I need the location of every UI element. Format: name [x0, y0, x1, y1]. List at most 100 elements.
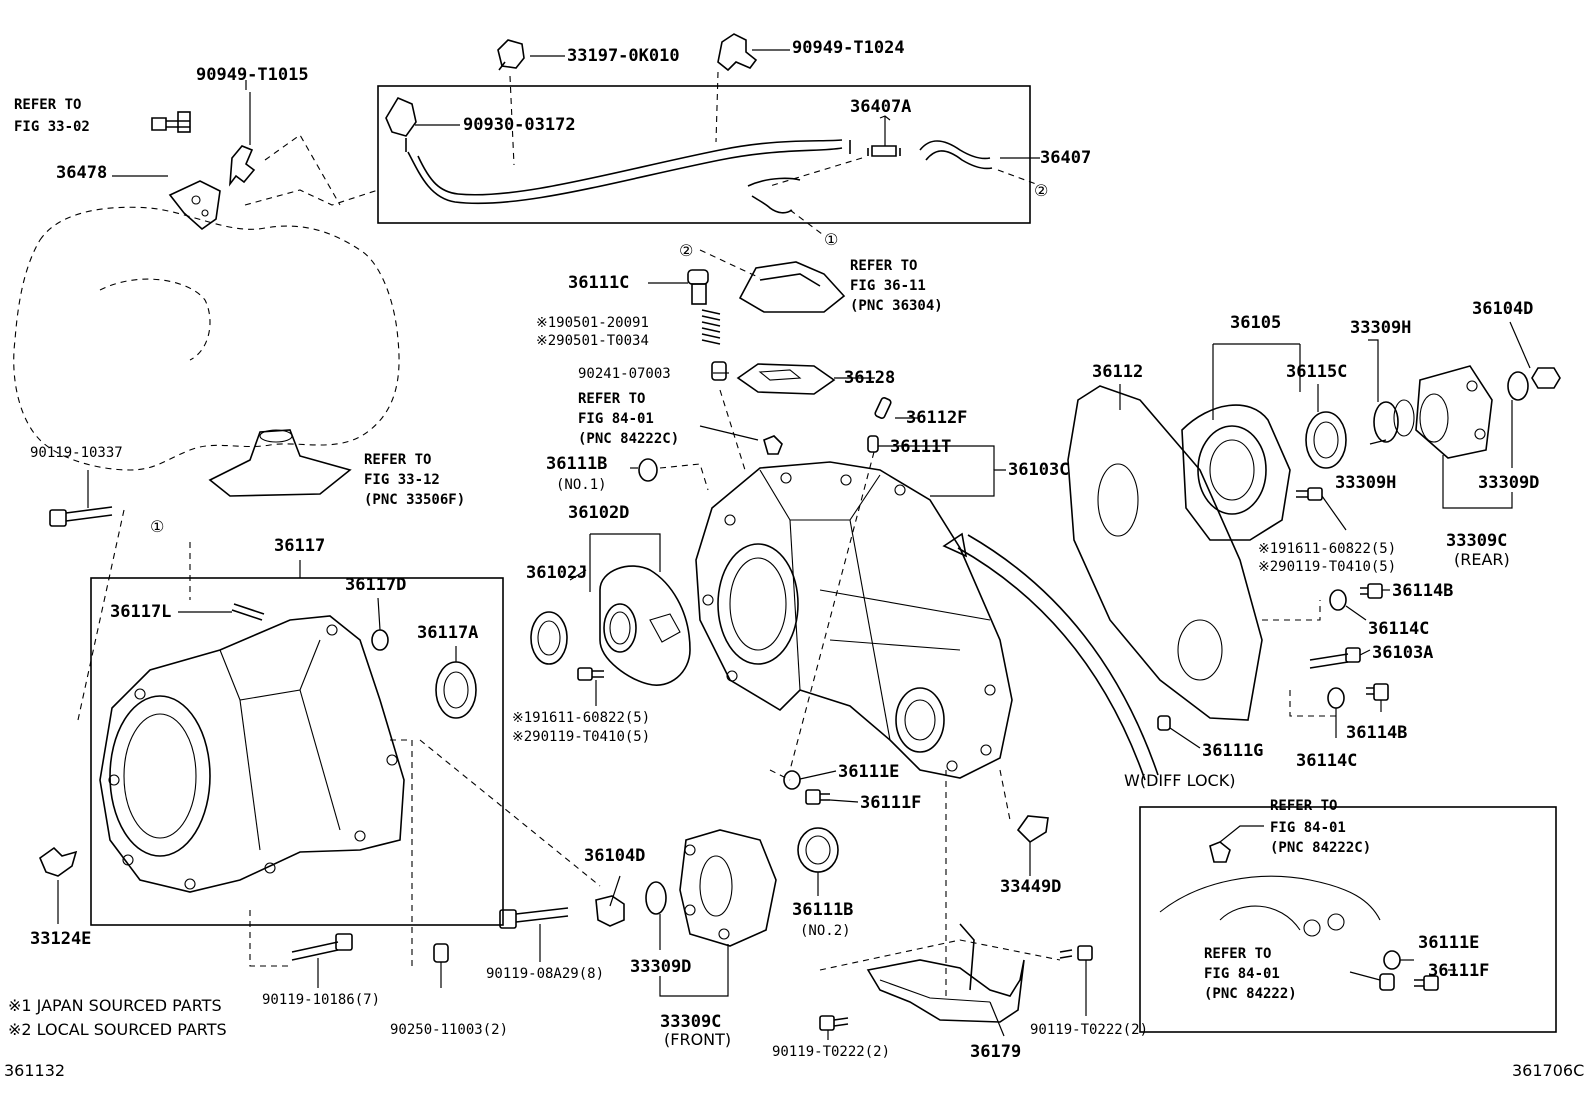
dash-33449D [999, 769, 1011, 821]
refer-36-11-line1: REFER TO [850, 258, 917, 274]
gasket-36128 [736, 363, 836, 395]
cover-refer-36-11 [738, 261, 846, 313]
label-36102D: 36102D [568, 503, 629, 523]
clip-33197-0K010 [497, 39, 525, 71]
nut-36104D-front [595, 895, 625, 927]
label-36111E-box: 36111E [1418, 933, 1479, 953]
marker-2-plug: ② [679, 241, 693, 260]
label-36111F-box: 36111F [1428, 961, 1489, 981]
refer-33-02-line1: REFER TO [14, 97, 81, 113]
label-36111B-no2: 36111B [792, 900, 853, 920]
label-36112F: 36112F [906, 408, 967, 428]
hose-elbow-right [919, 140, 993, 170]
dash-33197 [509, 75, 515, 166]
label-36103A: 36103A [1372, 643, 1433, 663]
rear-retainer-36105 [1181, 404, 1291, 541]
flange-33309C-front [679, 829, 777, 947]
label-36111E: 36111E [838, 762, 899, 782]
transfer-case-36103C [695, 461, 1013, 779]
plug-36114B-a [1360, 583, 1383, 599]
label-90930-03172: 90930-03172 [463, 115, 576, 135]
gasket-36112 [1067, 385, 1263, 721]
refer-33-12-line1: REFER TO [364, 452, 431, 468]
label-36179: 36179 [970, 1042, 1021, 1062]
seal-36115C [1305, 411, 1347, 469]
ball-90241-07003 [711, 361, 727, 381]
refer-33-12-line2: FIG 33-12 [364, 472, 440, 488]
label-33197-0K010: 33197-0K010 [567, 46, 680, 66]
label-191611-60822-b: ※191611-60822(5) [1258, 541, 1396, 557]
leader-lines [57, 49, 1531, 1040]
hose-group-box [377, 85, 1031, 224]
refer-diff-line1: REFER TO [1270, 798, 1337, 814]
label-36478: 36478 [56, 163, 107, 183]
label-36128: 36128 [844, 368, 895, 388]
label-36117A: 36117A [417, 623, 478, 643]
label-36111G: 36111G [1202, 741, 1263, 761]
label-36105: 36105 [1230, 313, 1281, 333]
clip-90949-T1024 [717, 33, 758, 72]
label-190501-20091: ※190501-20091 [536, 315, 649, 331]
refer-84222-line3: (PNC 84222) [1204, 986, 1297, 1002]
label-36117L: 36117L [110, 602, 171, 622]
cover-refer-33-12 [208, 429, 352, 497]
label-33309H-bot: 33309H [1335, 473, 1396, 493]
label-36112: 36112 [1092, 362, 1143, 382]
label-90119-10186: 90119-10186(7) [262, 992, 380, 1008]
bolt-rear-retainer [1296, 487, 1323, 501]
footer-left-code: 361132 [4, 1061, 65, 1080]
bolt-36103A [1309, 647, 1361, 669]
dash-36111E [769, 769, 791, 781]
dash-36111T [789, 451, 875, 771]
label-33124E: 33124E [30, 929, 91, 949]
breather-plug-90930-03172 [385, 96, 417, 152]
label-36407A: 36407A [850, 97, 911, 117]
label-191611-60822-a: ※191611-60822(5) [512, 710, 650, 726]
refer-diff-line2: FIG 84-01 [1270, 820, 1346, 836]
label-90949-T1024: 90949-T1024 [792, 38, 905, 58]
dash-marker-2b [699, 249, 761, 279]
bolt-90119-T0222-b [1059, 945, 1093, 961]
bolt-refer-33-02 [151, 111, 191, 133]
washer-36111E-box [1383, 950, 1401, 970]
plug-36111C [687, 269, 709, 305]
dash-lead-2 [264, 134, 341, 206]
dash-36179 [819, 939, 1061, 971]
label-33309D-rear: 33309D [1478, 473, 1539, 493]
washer-33309D-front [645, 881, 667, 915]
transmission-case-outline [13, 206, 400, 471]
label-rear: (REAR) [1454, 550, 1510, 569]
label-33309D-front: 33309D [630, 957, 691, 977]
clip-90949-T1015 [228, 92, 256, 187]
label-36111C: 36111C [568, 273, 629, 293]
plug-90250-11003 [433, 943, 449, 963]
plug-36111B-no1 [638, 458, 658, 482]
breather-hose-36407 [407, 139, 851, 205]
label-36115C: 36115C [1286, 362, 1347, 382]
washer-36114C-b [1327, 687, 1345, 709]
diff-lock-sensor [1159, 841, 1381, 937]
label-36114C-b: 36114C [1296, 751, 1357, 771]
label-290119-T0410-a: ※290119-T0410(5) [512, 729, 650, 745]
label-290501-T0034: ※290501-T0034 [536, 333, 649, 349]
label-36111F: 36111F [860, 793, 921, 813]
lead-36407A [879, 115, 891, 121]
bolt-front-retainer [577, 667, 604, 681]
label-33309C-front: 33309C [660, 1012, 721, 1032]
label-90119-08A29: 90119-08A29(8) [486, 966, 604, 982]
washer-36111E [783, 770, 801, 790]
washer-36114C-a [1329, 589, 1347, 611]
plug-36111B-no2 [797, 827, 839, 873]
label-36111B-no1: 36111B [546, 454, 607, 474]
clip-33449D [1016, 815, 1049, 844]
bolt-90119-08A29 [499, 907, 569, 929]
refer-84-01-line2: FIG 84-01 [578, 411, 654, 427]
label-36103C: 36103C [1008, 460, 1069, 480]
refer-84-01-line3: (PNC 84222C) [578, 431, 679, 447]
refer-84222-line1: REFER TO [1204, 946, 1271, 962]
hose-joint-36407A [867, 116, 901, 157]
bolt-90119-T0222-a [819, 1015, 849, 1031]
dash-housing-to-nut [419, 739, 601, 887]
extension-housing-36117 [99, 615, 405, 893]
note-local-sourced: ※2 LOCAL SOURCED PARTS [8, 1020, 227, 1039]
